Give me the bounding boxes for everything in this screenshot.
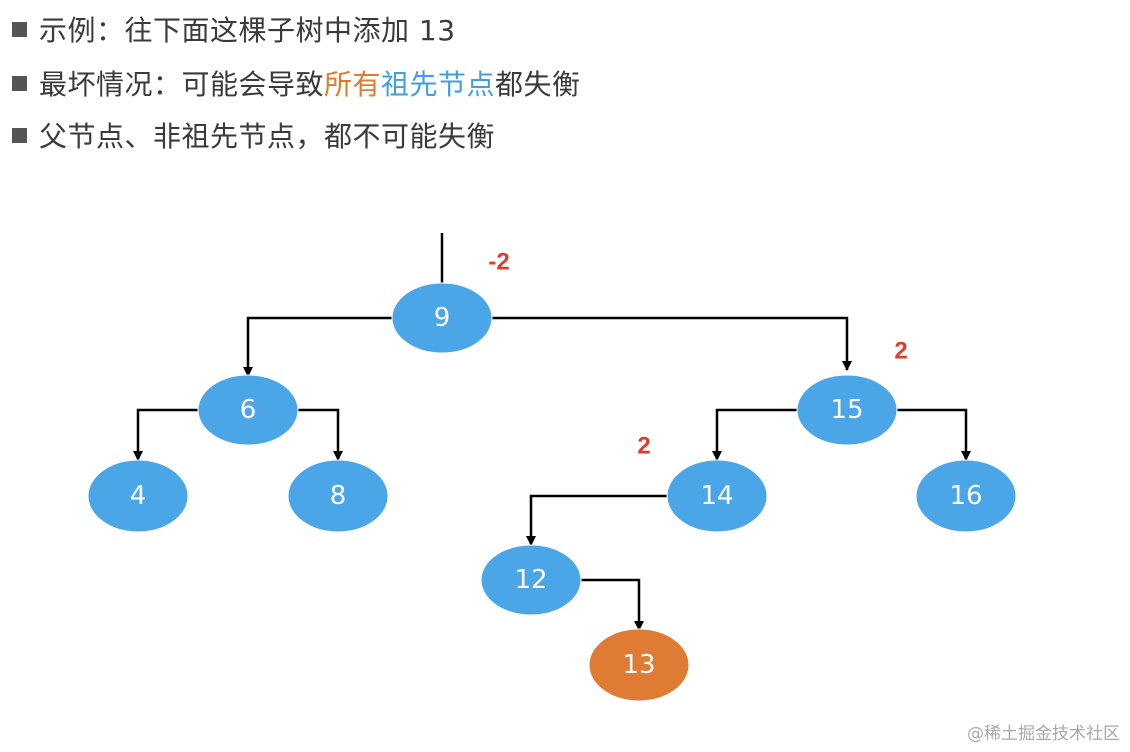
bullet-square-icon [12,127,27,143]
tree-node: 14 [666,459,768,533]
node-label: 6 [240,395,257,425]
bullet-text-parent-note: 父节点、非祖先节点，都不可能失衡 [39,120,496,153]
tree-node: 16 [915,459,1017,533]
node-label: 13 [622,650,655,680]
edge-15-14 [712,408,797,461]
bullet-text-worst-case-prefix: 最坏情况：可能会导致 [39,68,325,101]
bullet-square-icon [12,21,27,37]
edge-15-16 [896,408,971,461]
balance-factor-15: 2 [894,338,907,365]
tree-node: 15 [796,374,898,446]
node-label: 16 [949,481,982,511]
bullet-example: 示例：往下面这棵子树中添加 13 [12,9,456,49]
tree-node: 4 [87,459,189,533]
highlight-ancestor-nodes: 祖先节点 [381,68,496,101]
tree-node: 6 [197,374,299,446]
node-ellipse [666,459,768,533]
edge-6-4 [133,408,198,461]
node-label: 14 [700,481,733,511]
node-ellipse [197,374,299,446]
balance-factor-14: 2 [637,433,650,460]
node-label: 4 [130,481,147,511]
highlight-all: 所有 [324,68,382,101]
node-label: 12 [514,565,547,595]
tree-node: 12 [480,544,582,616]
node-ellipse [87,459,189,533]
bullet-parent-note: 父节点、非祖先节点，都不可能失衡 [12,115,495,155]
edge-6-8 [298,408,343,461]
node-label: 9 [434,303,451,333]
balance-factor-9: -2 [488,249,509,276]
bullet-text-example: 示例：往下面这棵子树中添加 13 [39,14,456,47]
watermark-text: @稀土掘金技术社区 [967,724,1120,744]
tree-node: 8 [287,459,389,533]
edge-9-6 [243,316,393,377]
tree-node-inserted: 13 [588,628,690,702]
bullet-square-icon [12,75,27,91]
node-label: 15 [830,395,863,425]
node-ellipse [915,459,1017,533]
edge-14-12 [526,494,667,546]
edge-9-15 [492,316,852,371]
bullet-text-worst-case-suffix: 都失衡 [495,68,581,101]
node-ellipse [588,628,690,702]
tree-node: 9 [391,282,493,354]
bullet-worst-case: 最坏情况：可能会导致所有祖先节点都失衡 [12,63,581,103]
node-label: 8 [330,481,347,511]
edge-12-13 [581,578,644,631]
node-ellipse [480,544,582,616]
node-ellipse [287,459,389,533]
node-ellipse [796,374,898,446]
node-ellipse [391,282,493,354]
